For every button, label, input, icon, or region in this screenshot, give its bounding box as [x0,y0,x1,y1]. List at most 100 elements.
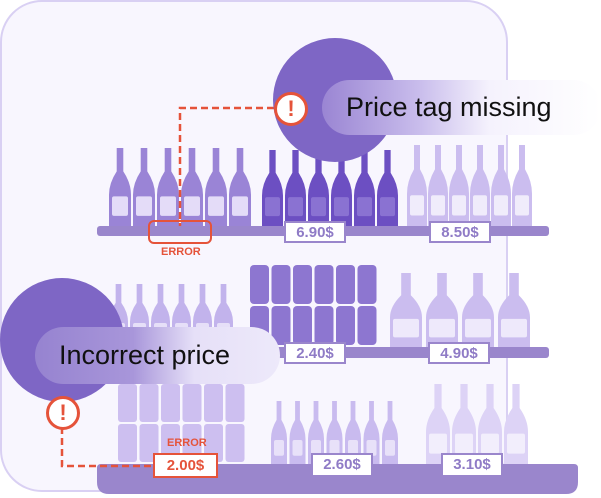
soda-can [357,265,377,304]
bottle-label [455,433,473,454]
soda-can [271,265,291,304]
price-tag-missing-callout: Price tag missing [322,80,601,135]
bottle-label [393,318,419,338]
bottle-label [136,196,152,216]
bottle-label [208,196,224,216]
bottle-label [429,433,447,454]
bottle-label [385,440,395,456]
soda-can [271,306,291,345]
bottle-label [431,195,445,216]
soda-can [357,306,377,345]
wine-bottle [331,150,352,226]
price-tag: 2.40$ [284,342,346,364]
juice-carton [182,424,202,462]
soda-can [293,306,312,345]
whiskey-bottle [498,273,530,347]
large-water-bottle [426,384,450,464]
white-wine-bottle [470,145,490,226]
soda-can [314,265,334,304]
sparkling-bottle [205,148,227,226]
error-label: ERROR [167,437,207,449]
bottle-label [232,196,248,216]
sparkling-bottle [109,148,131,226]
bottle-label [329,440,340,456]
juice-carton [204,424,223,462]
wine-bottle [308,150,329,226]
soda-bottle [289,401,306,464]
bottle-label [473,195,487,216]
price-tag: 2.60$ [311,453,373,477]
bottle-label [288,197,303,217]
bottle-label [501,318,527,338]
bottle-label [311,440,321,456]
exclamation-icon: ! [46,396,80,430]
whiskey-bottle [462,273,494,347]
sparkling-bottle [133,148,155,226]
bottle-label [311,197,326,217]
soda-bottle [308,401,324,464]
soda-can [250,265,269,304]
bottle-label [274,440,284,456]
whiskey-bottle [426,273,458,347]
exclamation-icon: ! [274,92,308,126]
bottle-label [465,318,491,338]
missing-tag-error-box [148,220,212,244]
large-water-bottle [504,384,528,464]
soda-bottle [363,401,380,464]
bottle-label [507,433,525,454]
juice-carton [182,384,202,422]
price-tag: 3.10$ [441,453,503,477]
bottle-label [112,196,128,216]
white-wine-bottle [491,145,511,226]
bottle-label [410,195,424,216]
bottle-label [265,197,280,217]
soda-bottle [326,401,343,464]
price-tag: 4.90$ [428,342,490,364]
juice-carton [139,384,159,422]
large-water-bottle [478,384,502,464]
bottle-label [184,196,200,216]
bottle-label [452,195,466,216]
sparkling-bottle [157,148,179,226]
sparkling-bottle [181,148,203,226]
soda-bottle [271,401,287,464]
large-water-bottle [452,384,476,464]
soda-can [293,265,312,304]
bottle-label [292,440,303,456]
wine-bottle [377,150,398,226]
juice-carton [118,384,137,422]
white-wine-bottle [428,145,448,226]
wine-bottle [262,150,283,226]
connector-line-incorrect [60,427,153,468]
juice-carton [118,424,137,462]
whiskey-bottle [390,273,422,347]
white-wine-bottle [449,145,469,226]
bottle-label [429,318,455,338]
bottle-label [160,196,176,216]
bottle-label [481,433,499,454]
bottle-label [357,197,372,217]
bottle-label [366,440,377,456]
bottle-label [494,195,508,216]
price-tag: 6.90$ [284,221,346,243]
incorrect-price-callout: Incorrect price [35,327,280,384]
incorrect-price-tag: 2.00$ [153,453,218,478]
error-label: ERROR [161,246,201,258]
soda-can [336,306,355,345]
juice-carton [139,424,159,462]
juice-carton [204,384,223,422]
soda-bottle [382,401,398,464]
wine-bottle [354,150,375,226]
callout-label: Incorrect price [59,340,231,370]
bottle-label [334,197,349,217]
connector-line-missing [178,106,274,226]
bottle-label [348,440,358,456]
sparkling-bottle [229,148,251,226]
white-wine-bottle [512,145,532,226]
bottle-label [515,195,529,216]
callout-label: Price tag missing [346,92,552,122]
soda-bottle [345,401,361,464]
juice-carton [161,424,180,462]
white-wine-bottle [407,145,427,226]
soda-can [336,265,355,304]
